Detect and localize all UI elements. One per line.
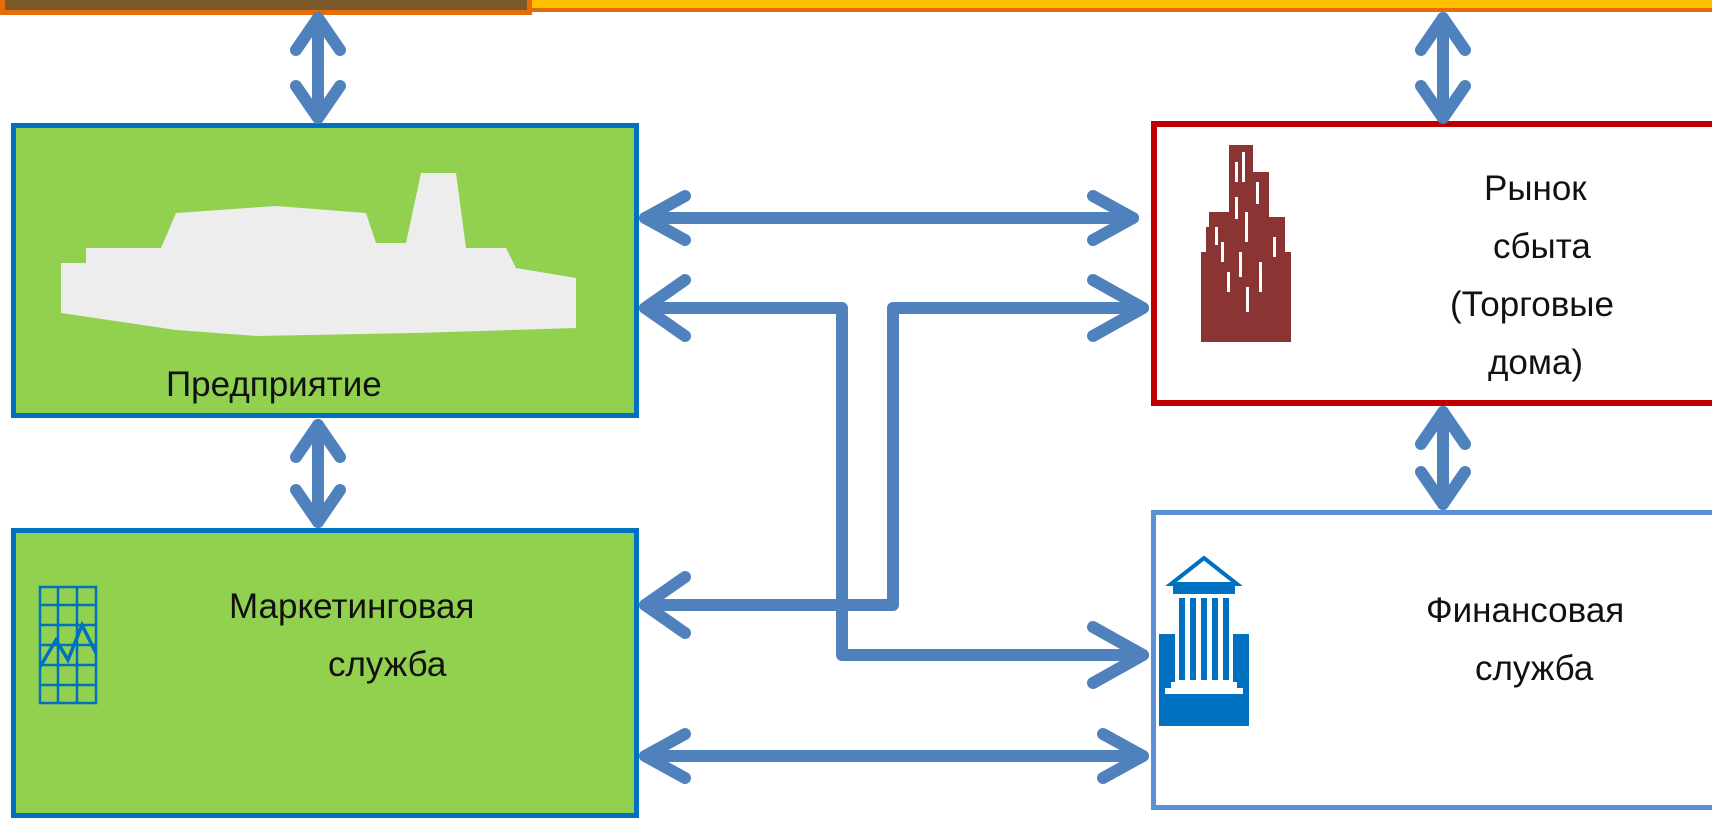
arrow-enterprise-to-marketing <box>290 419 346 528</box>
top-left-image-strip <box>0 0 532 15</box>
arrow-enterprise-to-finance <box>639 274 1149 689</box>
factory-icon <box>61 173 576 336</box>
city-buildings-icon <box>1201 145 1291 342</box>
finance-label-line-1: Финансовая <box>1426 591 1625 630</box>
marketing-label-line-1: Маркетинговая <box>229 587 475 626</box>
sales-market-label-line-4: дома) <box>1488 343 1584 382</box>
enterprise-label: Предприятие <box>166 365 382 404</box>
arrow-enterprise-to-sales-market <box>639 190 1139 246</box>
top-right-bar <box>532 0 1712 12</box>
sales-market-label-line-1: Рынок <box>1484 169 1587 208</box>
marketing-label-line-2: служба <box>328 645 447 684</box>
bank-building-icon <box>1159 556 1249 726</box>
finance-label-line-2: служба <box>1475 649 1594 688</box>
sales-market-box: Рынок сбыта (Торговые дома) <box>1151 121 1712 406</box>
arrow-sales-market-to-finance <box>1415 406 1471 510</box>
enterprise-box: Предприятие <box>11 123 639 418</box>
chart-grid-icon <box>38 585 98 705</box>
arrow-top-to-sales-market <box>1415 12 1471 124</box>
sales-market-label-line-2: сбыта <box>1493 227 1591 266</box>
arrow-marketing-to-finance <box>639 728 1149 784</box>
arrow-marketing-to-sales-market <box>639 274 1149 639</box>
sales-market-label-line-3: (Торговые <box>1450 285 1614 324</box>
arrow-top-to-enterprise <box>290 12 346 124</box>
